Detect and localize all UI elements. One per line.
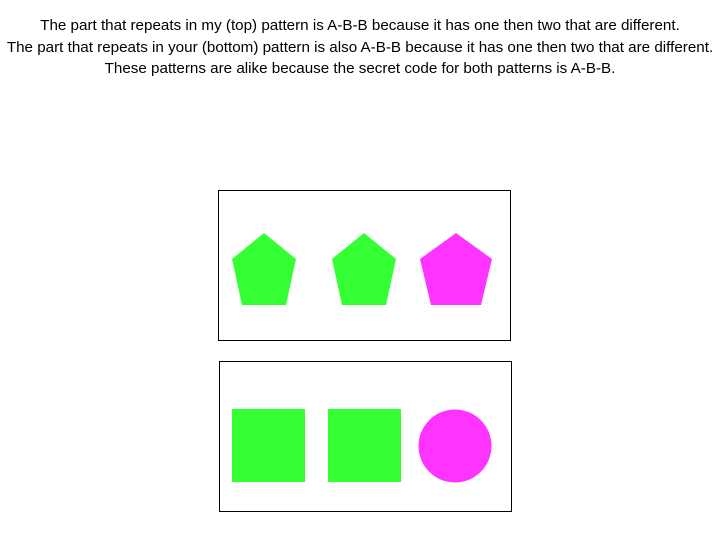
top-pattern-box — [218, 190, 511, 341]
green-pentagon-1 — [232, 233, 296, 305]
magenta-pentagon — [420, 233, 492, 305]
caption: The part that repeats in my (top) patter… — [2, 15, 718, 80]
green-square-1 — [232, 409, 305, 482]
bottom-pattern-box — [219, 361, 512, 512]
magenta-circle — [418, 409, 492, 483]
caption-line-top: The part that repeats in my (top) patter… — [40, 17, 680, 34]
green-pentagon-2 — [332, 233, 396, 305]
caption-line-conclusion: These patterns are alike because the sec… — [104, 60, 616, 77]
green-square-2 — [328, 409, 401, 482]
caption-line-bottom: The part that repeats in your (bottom) p… — [6, 38, 714, 56]
